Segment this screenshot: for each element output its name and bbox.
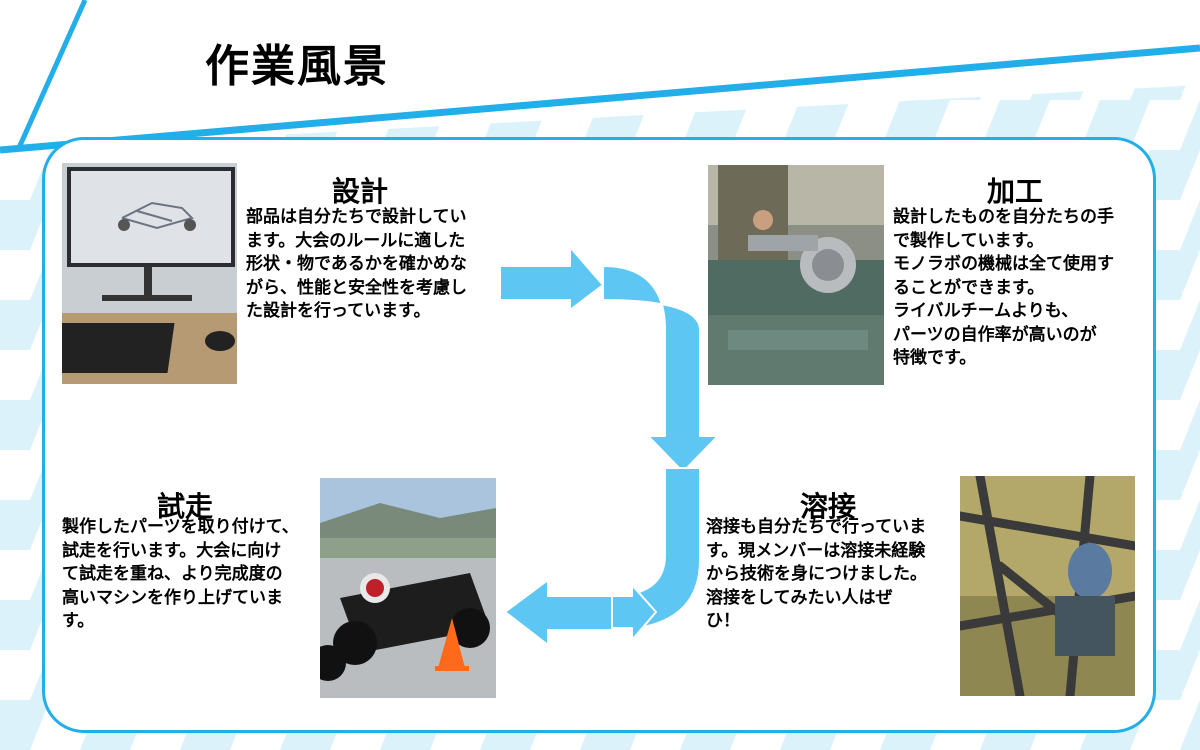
testrun-heading: 試走 [156, 490, 213, 523]
design-photo [62, 163, 237, 384]
welding-photo [960, 476, 1135, 696]
arrow-welding-to-testrun [504, 467, 701, 646]
testrun-photo [320, 478, 496, 698]
design-body: 部品は自分たちで設計してい ます。大会のルールに適した 形状・物であるかを確かめ… [246, 207, 467, 321]
header-slash-line [15, 0, 88, 152]
testrun-body: 製作したパーツを取り付けて、 試走を行います。大会に向け て試走を重ね、より完成… [62, 517, 299, 631]
welding-heading: 溶接 [799, 490, 856, 523]
machining-photo [708, 165, 884, 385]
machining-body: 設計したものを自分たちの手 で製作しています。 モノラボの機械は全て使用す るこ… [893, 207, 1114, 368]
machining-heading: 加工 [986, 175, 1043, 208]
header-divider-line [0, 44, 1200, 154]
arrow-design-to-machining [499, 246, 604, 311]
page-title: 作業風景 [205, 41, 389, 92]
welding-body: 溶接も自分たちで行っていま す。現メンバーは溶接未経験 から技術を身につけました… [706, 517, 927, 631]
design-heading: 設計 [331, 175, 388, 208]
